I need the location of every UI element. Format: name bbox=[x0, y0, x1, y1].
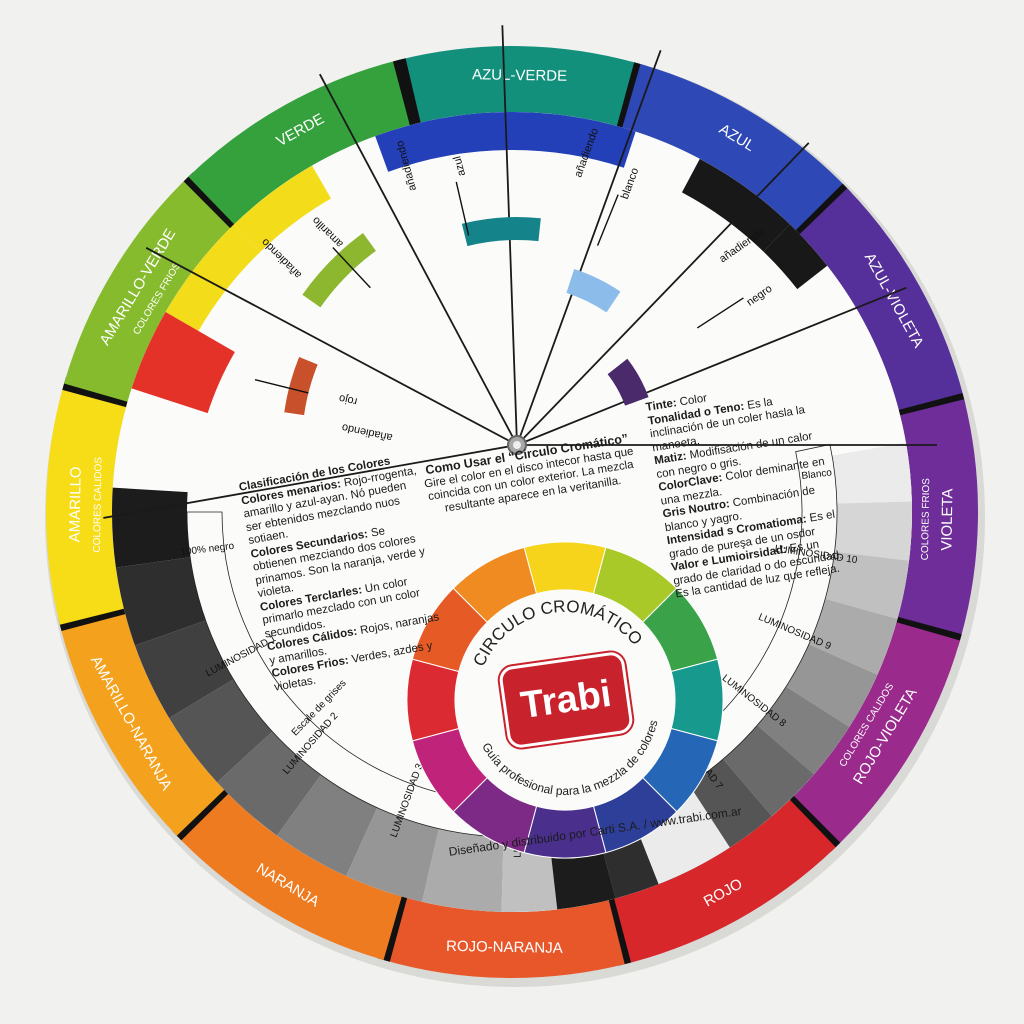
grey-swatch-right bbox=[832, 442, 912, 504]
grey-swatch-right bbox=[786, 644, 878, 727]
trabi-logo: Trabi bbox=[497, 650, 635, 750]
grey-swatch-right bbox=[825, 551, 910, 619]
window-divider-line bbox=[516, 50, 662, 446]
ring-label-violeta: VIOLETA bbox=[938, 488, 956, 551]
ring-segment-azul-verde bbox=[399, 45, 641, 128]
window-arrow bbox=[254, 379, 309, 394]
ring-segment-violeta bbox=[896, 399, 978, 641]
ring-sublabel-amarillo: COLORES CALIDOS bbox=[92, 457, 105, 553]
grey-swatch-left bbox=[115, 557, 206, 646]
grey-swatch-right bbox=[757, 686, 850, 775]
ring-segment-rojo-naranja bbox=[383, 896, 625, 978]
inner-wheel-segment bbox=[670, 658, 724, 742]
ring-segment-rojo bbox=[608, 799, 836, 965]
ring-segment-amarillo-verde bbox=[64, 176, 235, 402]
grey-swatch-right bbox=[723, 725, 814, 817]
disk-edge-band bbox=[763, 224, 828, 290]
window-divider-line bbox=[516, 142, 810, 446]
disk-edge-band bbox=[512, 112, 636, 168]
grey-swatch-left bbox=[346, 807, 439, 902]
grey-swatch-left bbox=[217, 731, 321, 836]
ring-divider bbox=[392, 58, 421, 126]
grey-swatch-right bbox=[808, 598, 898, 675]
ring-segment-verde bbox=[188, 59, 416, 225]
window-divider-line bbox=[319, 73, 518, 446]
mix-window-swatch bbox=[566, 269, 621, 313]
window-divider-line bbox=[516, 286, 907, 446]
window-arrow bbox=[332, 247, 371, 289]
ring-segment-rojo-violeta bbox=[789, 622, 960, 848]
pivot-hole bbox=[513, 441, 521, 449]
ring-label-amarillo: AMARILLO bbox=[66, 466, 84, 542]
grey-swatch-left bbox=[169, 679, 273, 783]
grey-swatch-left bbox=[134, 620, 234, 719]
disk-edge-band bbox=[681, 158, 790, 252]
window-arrow bbox=[596, 194, 619, 246]
disk-edge-band bbox=[375, 112, 512, 172]
window-label-color: azul bbox=[451, 155, 468, 178]
mix-window-swatch bbox=[607, 358, 649, 406]
ring-segment-amarillo bbox=[45, 383, 128, 625]
inner-wheel-segment bbox=[523, 541, 607, 595]
window-label-color: rojo bbox=[338, 392, 358, 408]
mix-window-swatch bbox=[302, 233, 376, 308]
window-divider-line bbox=[145, 247, 518, 446]
grey-swatch-left bbox=[422, 828, 504, 912]
window-arrow bbox=[455, 181, 470, 236]
mix-window-swatch bbox=[284, 356, 318, 416]
grey-swatch-right bbox=[684, 759, 772, 852]
grey-swatch-left bbox=[276, 774, 378, 876]
ring-label-azul-verde: AZUL-VERDE bbox=[472, 66, 567, 85]
ring-segment-azul-violeta bbox=[799, 188, 965, 416]
ring-segment-naranja bbox=[176, 789, 402, 960]
window-divider-line bbox=[103, 444, 518, 519]
window-arrow bbox=[696, 297, 744, 329]
grey-swatch-left bbox=[112, 487, 191, 568]
disk-edge-band-red bbox=[131, 312, 235, 414]
logo-text: Trabi bbox=[518, 672, 614, 727]
mix-window-swatch bbox=[461, 216, 541, 247]
luminosity-label: Blanco bbox=[801, 467, 833, 482]
ring-sublabel-violeta: COLORES FRIOS bbox=[920, 478, 932, 561]
inner-wheel-segment bbox=[406, 658, 460, 742]
ring-segment-amarillo-naranja bbox=[59, 608, 225, 836]
disk-edge-band bbox=[165, 224, 261, 331]
ring-segment-azul bbox=[622, 64, 848, 235]
ring-label-rojo-naranja: ROJO-NARANJA bbox=[446, 938, 563, 957]
disk-edge-band bbox=[234, 165, 331, 252]
grey-swatch-right bbox=[834, 501, 912, 561]
